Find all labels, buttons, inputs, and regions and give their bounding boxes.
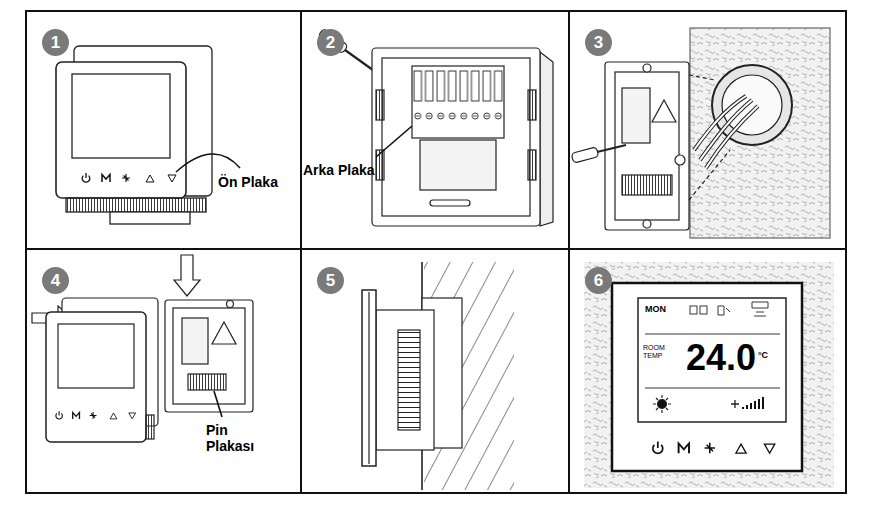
installed-thermostat-part <box>645 388 780 389</box>
thermostat-back-plate-part <box>540 52 553 226</box>
step-panel: 2 <box>300 10 570 250</box>
wall-mounting-part <box>622 88 650 143</box>
part-label: Arka Plaka <box>303 162 375 178</box>
installed-thermostat-part <box>752 302 768 316</box>
installed-thermostat-part <box>762 397 764 409</box>
thermostat-front-plate-part <box>82 173 176 182</box>
thermostat-back-plate-part <box>420 140 496 190</box>
thermostat-back-plate-part <box>376 90 384 120</box>
installed-thermostat-part <box>653 442 775 454</box>
callout-number: 2 <box>317 29 344 56</box>
wall-mounting-part <box>643 220 651 228</box>
thermostat-back-plate-part <box>412 66 504 138</box>
step-panel: 1 <box>25 10 302 250</box>
installed-thermostat-part <box>758 399 760 409</box>
display-unit: °C <box>758 350 768 360</box>
installed-thermostat-part <box>638 298 786 422</box>
step-panel: 3 <box>568 10 847 250</box>
installed-thermostat-part <box>653 395 671 413</box>
thermostat-front-plate-part <box>72 74 170 158</box>
wall-mounting-part <box>643 64 651 72</box>
wall-mounting-part <box>706 106 758 168</box>
wall-mounting-part <box>622 175 672 195</box>
thermostat-back-plate-part <box>382 58 530 216</box>
thermostat-back-plate-part <box>376 126 412 157</box>
front-to-back-assembly-part <box>165 300 253 412</box>
thermostat-back-plate-part <box>528 150 536 180</box>
front-to-back-assembly-part <box>46 312 146 442</box>
callout-number: 1 <box>42 29 69 56</box>
thermostat-back-plate-part <box>430 200 470 206</box>
installed-thermostat <box>584 262 834 488</box>
wall-mounting-part <box>712 65 792 145</box>
installed-thermostat-part <box>718 306 730 315</box>
thermostat-front-plate-part <box>176 154 240 172</box>
front-to-back-assembly <box>32 255 253 442</box>
wall-mounting-part <box>571 147 599 163</box>
front-to-back-assembly-part <box>58 324 134 388</box>
installed-thermostat-part <box>658 400 667 409</box>
front-to-back-assembly-part <box>182 318 208 364</box>
installed-thermostat-part <box>645 334 780 335</box>
thermostat-back-plate-part <box>372 48 540 226</box>
side-view-on-wall-part <box>362 290 376 466</box>
part-label: Pin Plakası <box>206 422 270 454</box>
installed-thermostat-part <box>746 405 748 409</box>
thermostat-front-plate-part <box>110 212 190 224</box>
front-to-back-assembly-part <box>212 322 236 344</box>
callout-number: 3 <box>585 29 612 56</box>
thermostat-back-plate-part <box>528 90 536 120</box>
installed-thermostat-part <box>742 407 744 409</box>
wall-mounting-part <box>689 150 730 200</box>
wall-mounting-part <box>690 28 830 238</box>
callout-number: 5 <box>317 267 344 294</box>
wall-mounting-part <box>689 75 715 80</box>
installed-thermostat-part <box>754 401 756 409</box>
wall-mounting-part <box>652 100 676 122</box>
thermostat-back-plate <box>318 28 553 226</box>
wall-mounting-part <box>706 106 758 168</box>
side-view-on-wall-part <box>398 330 420 430</box>
front-to-back-assembly-part <box>146 415 154 439</box>
front-to-back-assembly-part <box>173 308 245 404</box>
step-panel: 4 <box>25 248 302 494</box>
wall-mounting-part <box>694 96 746 150</box>
thermostat-front-plate-part <box>56 62 186 198</box>
display-caption: ROOM TEMP <box>643 344 683 360</box>
display-temperature: 24.0 <box>686 340 756 376</box>
wall-mounting-part <box>675 155 685 165</box>
wall-mounting <box>571 28 830 238</box>
front-to-back-assembly-part <box>227 301 234 308</box>
installed-thermostat-part <box>584 262 834 488</box>
thermostat-front-plate <box>56 46 240 224</box>
wall-mounting-part <box>694 96 746 150</box>
step-panel: 5 <box>300 248 570 494</box>
side-view-on-wall <box>362 262 514 490</box>
front-to-back-assembly-part <box>56 411 136 419</box>
wall-mounting-part <box>597 145 626 152</box>
thermostat-front-plate-part <box>66 198 206 212</box>
front-to-back-assembly-part <box>188 374 226 390</box>
installed-thermostat-part <box>700 306 707 314</box>
installed-thermostat-part <box>750 403 752 409</box>
front-to-back-assembly-part <box>214 391 222 417</box>
side-view-on-wall-part <box>368 292 369 464</box>
callout-number: 6 <box>585 267 612 294</box>
callout-number: 4 <box>42 267 69 294</box>
display-day: MON <box>645 304 666 314</box>
installed-thermostat-part <box>731 400 739 408</box>
side-view-on-wall-part <box>376 310 434 450</box>
installed-thermostat-part <box>612 283 802 471</box>
part-label: Ön Plaka <box>218 174 278 190</box>
front-to-back-assembly-part <box>174 255 200 296</box>
installed-thermostat-part <box>690 306 697 314</box>
